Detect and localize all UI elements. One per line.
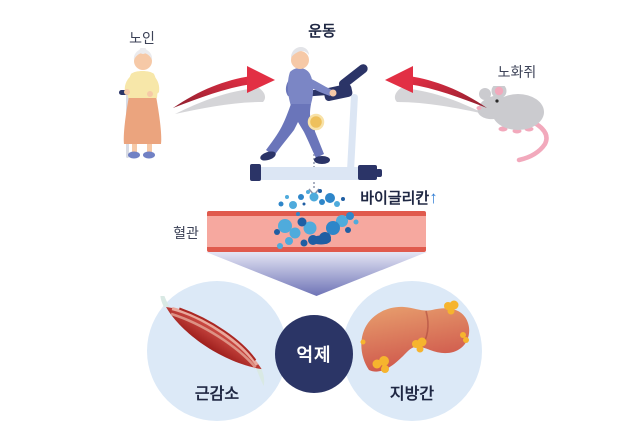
increase-arrow-icon: ↑ xyxy=(429,188,438,207)
biglycan-label: 바이글리칸↑ xyxy=(344,187,454,208)
treadmill-walker-icon xyxy=(250,47,382,181)
hip-highlight-icon xyxy=(307,113,325,131)
fat-deposits-icon xyxy=(360,300,469,373)
elderly-woman-icon xyxy=(119,48,162,159)
aged-mouse-label: 노화쥐 xyxy=(497,64,537,80)
blood-vessel-label: 혈관 xyxy=(173,225,199,241)
funnel-down-arrow-icon xyxy=(206,252,427,296)
fatty-liver-icon xyxy=(360,300,470,373)
muscle-icon xyxy=(160,296,265,386)
suppression-badge: 억제 xyxy=(275,315,353,393)
red-arrow-left-icon xyxy=(173,66,275,114)
biglycan-particles-icon xyxy=(274,189,359,249)
fatty-liver-label: 지방간 xyxy=(389,386,435,403)
biglycan-text: 바이글리칸 xyxy=(360,190,430,207)
suppression-label: 억제 xyxy=(296,345,332,365)
sarcopenia-label: 근감소 xyxy=(194,386,240,403)
exercise-label: 운동 xyxy=(308,23,336,40)
red-arrow-right-icon xyxy=(385,66,487,114)
elderly-label: 노인 xyxy=(129,30,155,46)
blood-vessel-band xyxy=(207,211,426,252)
aged-mouse-icon xyxy=(476,86,549,163)
